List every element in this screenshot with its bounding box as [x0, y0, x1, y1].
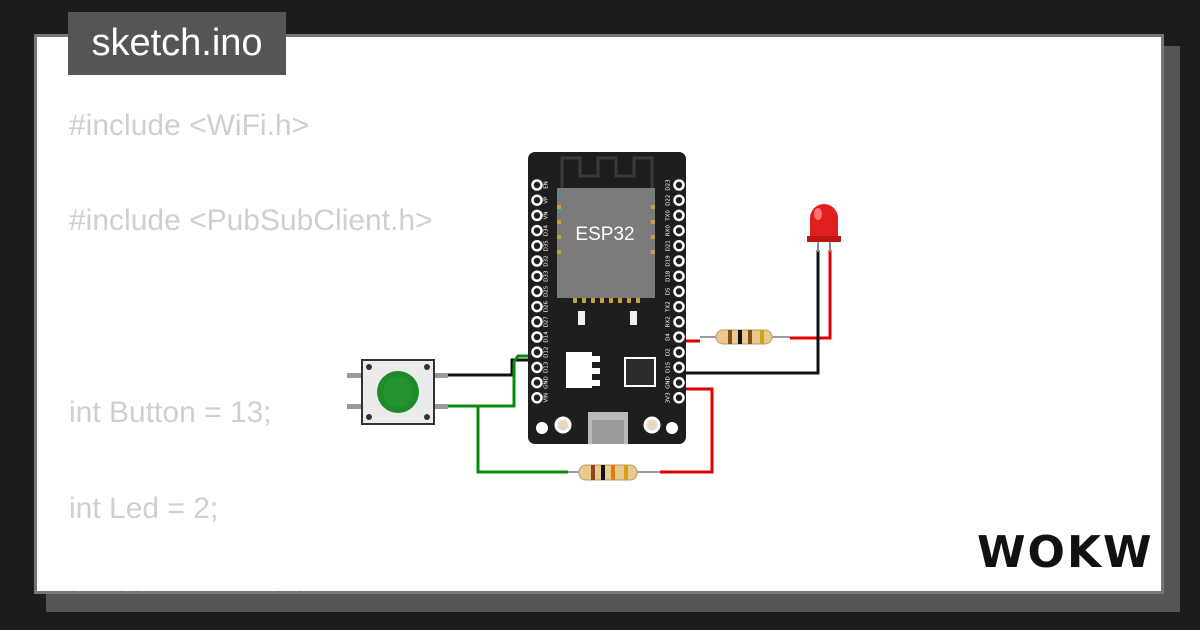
pin-hole: [531, 361, 543, 374]
smd-part: [630, 311, 637, 325]
resistor: [568, 464, 660, 481]
pin-label: TX2: [666, 301, 672, 313]
pin-label: RX2: [666, 316, 672, 327]
pin-hole: [531, 240, 543, 252]
pin-label: RX0: [666, 225, 672, 237]
pin-hole: [673, 209, 685, 222]
pin-hole: [531, 224, 543, 237]
filename-tag: sketch.ino: [68, 12, 286, 75]
smd-part: [578, 311, 585, 325]
module-pads: [557, 205, 655, 303]
voltage-regulator: [566, 352, 592, 388]
pin-label: D15: [666, 361, 672, 373]
wifi-module: [557, 188, 655, 298]
pin-label: D22: [666, 195, 672, 206]
pin-hole: [531, 316, 543, 328]
pin-label: D14: [544, 331, 550, 343]
pin-hole: [673, 331, 685, 343]
pin-label: D5: [666, 287, 672, 295]
pin-hole: [673, 392, 685, 404]
wire-black-button: [437, 358, 534, 377]
pin-label: D12: [544, 347, 550, 358]
pin-label: D4: [666, 333, 672, 341]
pin-label: D27: [544, 316, 550, 328]
pin-label: D32: [544, 255, 550, 266]
pin-hole: [673, 194, 685, 206]
pin-hole: [531, 255, 543, 267]
pin-hole: [673, 316, 685, 328]
pin-label: D2: [666, 348, 672, 356]
pin-hole: [531, 376, 543, 389]
antenna-trace: [560, 156, 654, 188]
code-line: #include <WiFi.h>: [69, 109, 310, 142]
pin-label: D26: [544, 300, 550, 312]
boot-button: [643, 416, 661, 434]
pin-label: 3V3: [666, 392, 672, 403]
pin-label: D23: [666, 179, 672, 191]
wire-red-led: [790, 250, 832, 340]
pin-label: EN: [544, 181, 550, 189]
pin-hole: [531, 179, 543, 191]
wire-green-button: [437, 354, 534, 408]
board-label: ESP32: [575, 224, 634, 245]
pin-label: D25: [544, 285, 550, 297]
pin-hole: [531, 209, 543, 222]
pin-hole: [673, 240, 685, 252]
pin-label: GND: [666, 376, 672, 389]
pin-hole: [673, 285, 685, 298]
wire-black-gnd: [682, 250, 820, 375]
pin-hole: [673, 270, 685, 282]
pin-hole: [531, 285, 543, 298]
wire-red-3v3: [660, 387, 714, 474]
pin-label: GND: [544, 376, 550, 389]
pin-label: VN: [544, 211, 550, 219]
pin-label: D35: [544, 240, 550, 252]
pin-hole: [531, 194, 543, 206]
pin-hole: [673, 361, 685, 374]
pin-hole: [531, 270, 543, 282]
code-line: #include <PubSubClient.h>: [69, 204, 433, 237]
pin-label: TX0: [666, 210, 672, 222]
pin-hole: [673, 376, 685, 389]
pin-label: VP: [544, 196, 550, 204]
pin-hole: [673, 255, 685, 267]
resistor: [700, 329, 790, 345]
wokwi-logo: WOKWi: [977, 527, 1150, 578]
pin-hole: [531, 331, 543, 343]
pin-label: D34: [544, 224, 550, 236]
svg-text:WOKWi: WOKWi: [977, 527, 1150, 578]
usb-chip: [624, 357, 656, 387]
pin-hole: [531, 346, 543, 358]
esp32-board: ESP32 ENVPVND34D35D32D33D25D26D27D14D12D…: [528, 152, 686, 444]
en-button: [554, 416, 572, 434]
pin-hole: [673, 300, 685, 313]
code-line: bool ledstatus=false;: [69, 586, 343, 591]
code-line: int Button = 13;: [69, 396, 272, 429]
code-line: int Led = 2;: [69, 492, 219, 525]
pushbutton: [347, 359, 448, 425]
pin-label: D33: [544, 270, 550, 282]
pin-label: D18: [666, 270, 672, 282]
pin-hole: [531, 300, 543, 313]
pin-hole: [673, 346, 685, 358]
pin-label: VIN: [544, 393, 550, 403]
led-red: [807, 204, 841, 252]
pin-hole: [531, 392, 543, 404]
pin-hole: [673, 224, 685, 237]
pin-label: D21: [666, 240, 672, 251]
pin-label: D13: [544, 361, 550, 373]
pin-label: D19: [666, 255, 672, 267]
pin-hole: [673, 179, 685, 191]
wires: [437, 250, 832, 474]
wire-green-resistor: [476, 406, 568, 474]
